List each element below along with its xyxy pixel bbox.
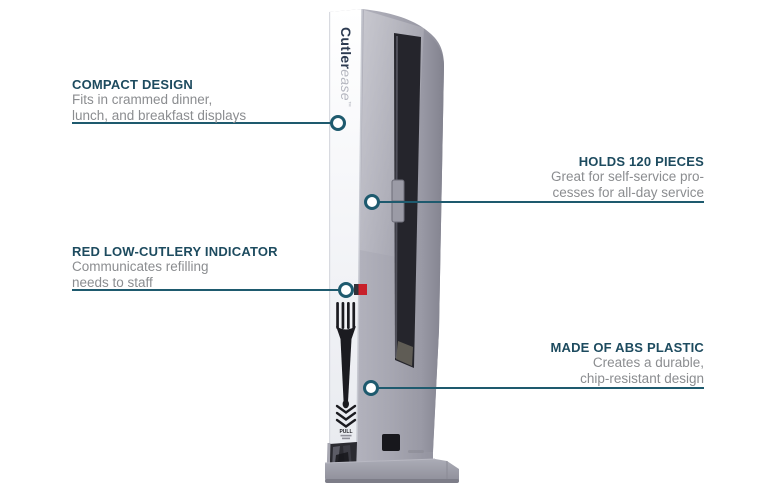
callout-title: RED LOW-CUTLERY INDICATOR — [72, 244, 278, 259]
callout-description-line: Great for self-service pro- — [550, 169, 704, 184]
dispenser-base — [324, 434, 459, 483]
marker-dot-abs-plastic — [363, 380, 379, 396]
callout-description-line: lunch, and breakfast displays — [72, 107, 247, 123]
fork-icon — [336, 302, 356, 409]
callout-made-of-abs-plastic: MADE OF ABS PLASTIC Creates a durable, c… — [550, 341, 704, 386]
callout-holds-120-pieces: HOLDS 120 PIECES Great for self-service … — [551, 155, 704, 200]
brand-logo: Cutlerease™ — [338, 27, 354, 107]
marker-dot-holds-120 — [364, 194, 380, 210]
callout-compact-design: COMPACT DESIGN Fits in crammed dinner, l… — [72, 78, 246, 123]
callout-red-low-cutlery-indicator: RED LOW-CUTLERY INDICATOR Communicates r… — [72, 245, 278, 290]
marker-dot-low-cutlery — [338, 282, 354, 298]
red-indicator-light — [358, 284, 367, 295]
marker-dot-compact-design — [330, 115, 346, 131]
callout-description-line: Creates a durable, — [592, 355, 704, 370]
callout-title: MADE OF ABS PLASTIC — [550, 340, 704, 355]
callout-title: HOLDS 120 PIECES — [578, 154, 704, 169]
connector-line-low-cutlery — [72, 289, 340, 291]
callout-description-line: cesses for all-day service — [552, 184, 704, 200]
connector-line-compact-design — [72, 122, 332, 124]
connector-line-abs-plastic — [377, 387, 704, 389]
callout-description-line: needs to staff — [72, 274, 153, 290]
callout-description-line: Fits in crammed dinner, — [72, 92, 213, 107]
callout-description-line: chip-resistant design — [580, 370, 704, 386]
pull-label: PULL — [339, 429, 353, 440]
callout-title: COMPACT DESIGN — [72, 77, 194, 92]
callout-description-line: Communicates refilling — [72, 259, 209, 274]
low-cutlery-indicator — [354, 284, 367, 295]
chevron-down-icon — [335, 404, 357, 428]
connector-line-holds-120 — [378, 201, 704, 203]
base-slot-hole — [382, 434, 400, 451]
svg-text:PULL: PULL — [339, 429, 352, 435]
